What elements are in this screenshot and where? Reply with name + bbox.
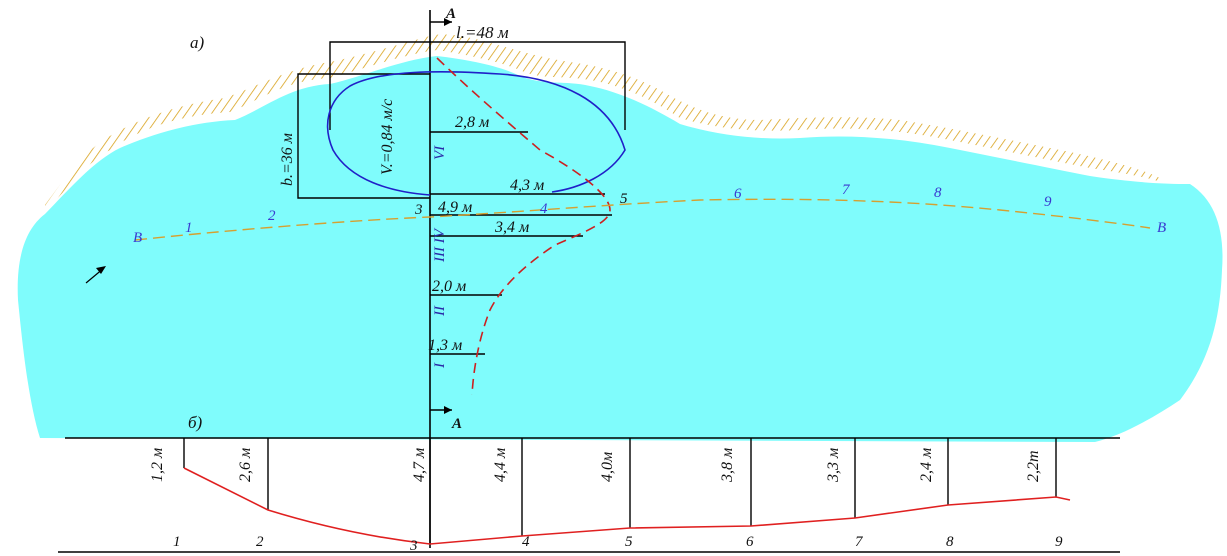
- profile-depth-2: 2,6 м: [237, 448, 254, 482]
- depth-mark-2: 4,3 м: [510, 177, 544, 194]
- line-b-b: [134, 198, 1151, 241]
- water-body: [17, 56, 1223, 442]
- jet-boundary: [436, 57, 611, 396]
- section-label-bottom: A: [451, 416, 462, 432]
- zone-ii-label: II: [432, 305, 448, 317]
- volume-label: V.=0,84 м/с: [379, 99, 396, 175]
- depth-lines: [430, 131, 612, 355]
- profile-curve: [183, 467, 1071, 545]
- profile-number-7: 7: [855, 534, 864, 550]
- plan-point-4: 4: [540, 201, 548, 217]
- line-b-right: B: [1157, 220, 1166, 236]
- zone-vi-label: VI: [432, 145, 448, 160]
- profile-number-4: 4: [522, 534, 530, 550]
- width-label: b.=36 м: [279, 133, 296, 186]
- profile-number-8: 8: [946, 534, 954, 550]
- profile-number-2: 2: [256, 534, 264, 550]
- profile-number-5: 5: [625, 534, 633, 550]
- profile-depth-5: 4,0м: [599, 452, 616, 482]
- profile-depth-3: 4,7 м: [411, 448, 428, 482]
- line-b-left: B: [133, 230, 142, 246]
- length-label: l.=48 м: [456, 23, 509, 42]
- shore-hatching: [45, 34, 1160, 212]
- zone-iii-iv-label: III IV: [432, 227, 448, 263]
- plan-point-3: 3: [414, 202, 423, 218]
- profile-number-3: 3: [409, 538, 418, 554]
- profile-depth-6: 3,8 м: [719, 448, 736, 483]
- profile-number-9: 9: [1055, 534, 1063, 550]
- depth-mark-6: 1,3 м: [428, 337, 462, 354]
- plan-points: 1 2 3 4 5 6 7 8 9: [185, 182, 1052, 236]
- flow-arrow: [85, 266, 106, 284]
- plan-point-8: 8: [934, 185, 942, 201]
- profile-texts: 1,2 м 2,6 м 4,7 м 4,4 м 4,0м 3,8 м 3,3 м 2,4 м 2…: [149, 448, 1063, 554]
- depth-mark-4: 3,4 м: [494, 219, 529, 236]
- plan-point-6: 6: [734, 186, 742, 202]
- section-arrow-top: [430, 18, 452, 26]
- depth-mark-3: 4,9 м: [438, 199, 472, 216]
- depth-mark-1: 2,8 м: [455, 114, 489, 131]
- plan-point-5: 5: [620, 191, 628, 207]
- profile-number-1: 1: [173, 534, 181, 550]
- eddy-contour: [326, 70, 626, 196]
- part-a-label: а): [190, 33, 205, 52]
- plan-point-1: 1: [185, 220, 193, 236]
- profile-depth-4: 4,4 м: [492, 448, 509, 482]
- depth-mark-5: 2,0 м: [432, 278, 466, 295]
- profile-verticals: [183, 438, 1057, 544]
- profile-depth-8: 2,4 м: [918, 448, 935, 482]
- profile-depth-9: 2,2т: [1025, 450, 1042, 482]
- zone-i-label: I: [432, 362, 448, 369]
- profile-number-6: 6: [746, 534, 754, 550]
- section-arrow-bottom: [430, 406, 452, 414]
- width-dimension-frame: [297, 73, 430, 199]
- profile-depth-1: 1,2 м: [149, 448, 166, 482]
- plan-point-2: 2: [268, 208, 276, 224]
- section-label-top: A: [445, 6, 456, 22]
- plan-point-9: 9: [1044, 194, 1052, 210]
- part-b-label: б): [188, 413, 203, 432]
- profile-depth-7: 3,3 м: [825, 448, 842, 483]
- plan-point-7: 7: [842, 182, 851, 198]
- length-dimension-frame: [329, 41, 626, 130]
